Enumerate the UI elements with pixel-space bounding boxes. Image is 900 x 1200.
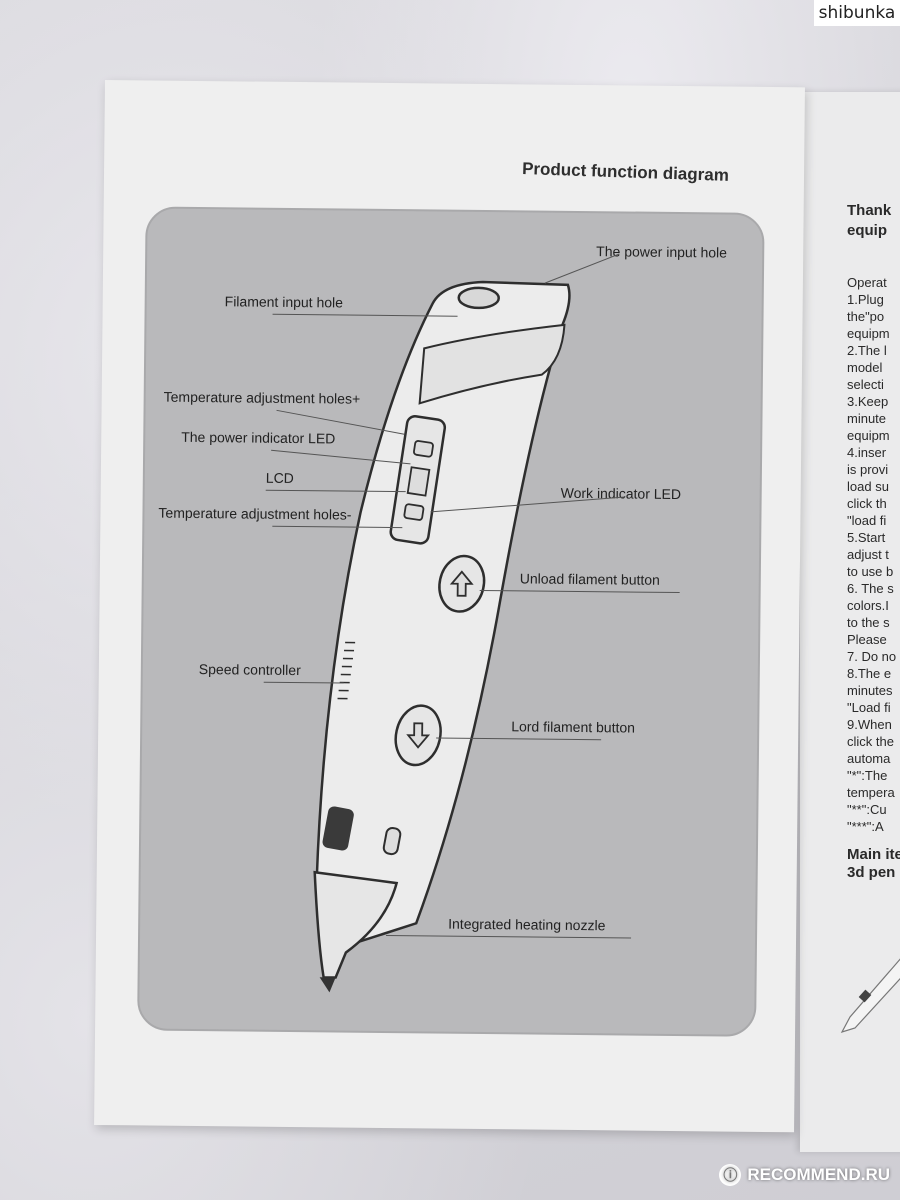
label-filament-input-hole: Filament input hole <box>224 293 344 311</box>
label-unload-button: Unload filament button <box>519 570 660 588</box>
label-temp-plus: Temperature adjustment holes+ <box>163 388 361 407</box>
manual-page: Product function diagram <box>94 80 805 1133</box>
right-line: 7. Do no <box>847 649 897 664</box>
right-line: Operat <box>847 275 887 290</box>
right-line: "**":Cu <box>847 802 887 817</box>
right-line: 3d pen <box>847 864 896 881</box>
right-line: "*":The <box>847 768 888 783</box>
right-line: "load fi <box>847 513 887 528</box>
label-heating-nozzle: Integrated heating nozzle <box>448 915 606 934</box>
label-power-input-hole: The power input hole <box>596 243 728 261</box>
right-line: 5.Start <box>847 530 886 545</box>
right-line: minute <box>847 411 887 426</box>
right-line: 3.Keep <box>847 394 889 409</box>
right-line: 6. The s <box>847 581 894 596</box>
pen-thumbnail-icon <box>840 958 900 1034</box>
label-lcd: LCD <box>265 469 294 486</box>
right-line: click th <box>847 496 887 511</box>
label-speed-controller: Speed controller <box>198 661 301 679</box>
right-line: model <box>847 360 883 375</box>
label-temp-minus: Temperature adjustment holes- <box>158 504 352 523</box>
right-line: 4.inser <box>847 445 887 460</box>
label-power-led: The power indicator LED <box>181 428 336 447</box>
right-line: equipm <box>847 428 890 443</box>
right-line: adjust t <box>847 547 889 562</box>
right-line: automa <box>847 751 891 766</box>
right-line: "***":A <box>847 819 884 834</box>
watermark-bottom-text: RECOMMEND.RU <box>747 1165 890 1184</box>
right-line: load su <box>847 479 889 494</box>
pen-diagram <box>313 280 571 993</box>
right-line: 8.The e <box>847 666 892 681</box>
right-line: equip <box>847 222 887 239</box>
label-load-button: Lord filament button <box>511 718 636 736</box>
right-line: to use b <box>847 564 894 579</box>
right-line: 1.Plug <box>847 292 884 307</box>
right-line: click the <box>847 734 894 749</box>
right-line: minutes <box>847 683 893 698</box>
right-line: colors.I <box>847 598 889 613</box>
right-line: 9.When <box>847 717 892 732</box>
right-line: to the s <box>847 615 890 630</box>
right-line: Please <box>847 632 887 647</box>
right-line: is provi <box>847 462 889 477</box>
watermark-bottom: ⓘ RECOMMEND.RU <box>719 1164 890 1186</box>
right-line: the"po <box>847 309 885 324</box>
right-line: "Load fi <box>847 700 891 715</box>
right-line: selecti <box>847 377 884 392</box>
right-line: Main ite <box>847 846 900 863</box>
right-line: equipm <box>847 326 890 341</box>
recommend-logo-icon: ⓘ <box>719 1164 742 1186</box>
watermark-top: shibunka <box>814 0 900 26</box>
right-line: tempera <box>847 785 895 800</box>
right-line: 2.The l <box>847 343 887 358</box>
right-page: Thank equip Operat 1.Plug the"po equipm … <box>800 92 900 1152</box>
right-line: Thank <box>847 202 892 219</box>
